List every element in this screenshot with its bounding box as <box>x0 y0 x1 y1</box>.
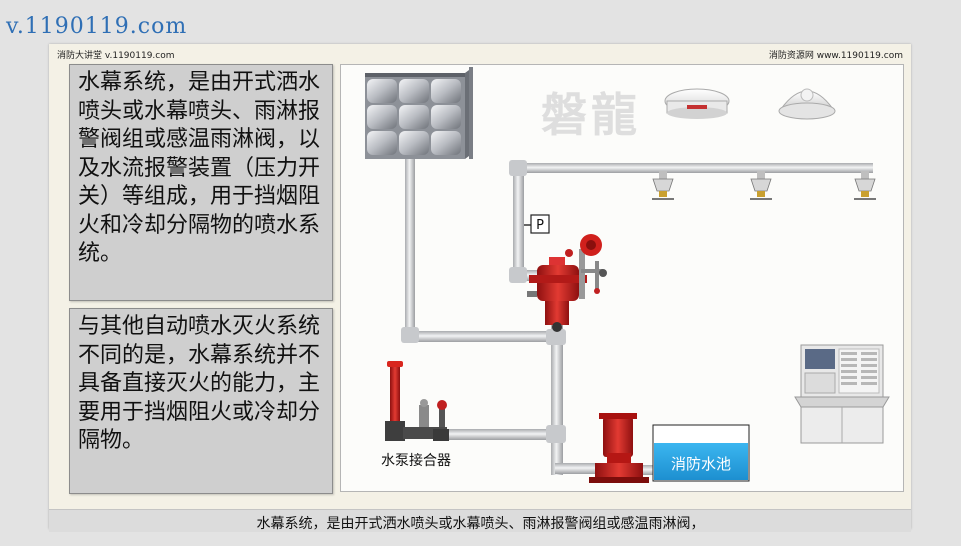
water-pool-label: 消防水池 <box>671 455 731 473</box>
fire-pump-icon <box>589 413 649 483</box>
video-watermark-url: v.1190119.com <box>6 14 188 39</box>
definition-text-box: 水幕系统，是由开式洒水喷头或水幕喷头、雨淋报警阀组或感温雨淋阀，以及水流报警装置… <box>69 64 333 301</box>
fire-water-pool-icon: 消防水池 <box>652 424 750 482</box>
difference-text-box: 与其他自动喷水灭火系统不同的是，水幕系统并不具备直接灭火的能力，主要用于挡烟阻火… <box>69 308 333 494</box>
sprinkler-head-icon <box>652 171 674 200</box>
subtitle-bar <box>49 509 911 532</box>
water-curtain-system-diagram: 磐龍 <box>340 64 904 492</box>
slide-header-left: 消防大讲堂 v.1190119.com <box>57 51 175 61</box>
logo-text: 磐龍 <box>541 88 641 142</box>
pressure-switch-icon: P <box>524 214 550 234</box>
slide: 消防大讲堂 v.1190119.com 消防资源网 www.1190119.co… <box>49 44 911 529</box>
slide-header-right: 消防资源网 www.1190119.com <box>768 51 903 61</box>
sprinkler-head-icon <box>854 171 876 200</box>
smoke-detector-icon <box>664 88 730 119</box>
pump-adapter-icon <box>385 361 449 441</box>
pressure-switch-label: P <box>536 218 544 233</box>
sprinkler-head-icon <box>750 171 772 200</box>
deluge-alarm-valve-icon <box>527 234 607 332</box>
pipe-network <box>401 159 873 475</box>
pump-adapter-label: 水泵接合器 <box>381 452 451 469</box>
water-tank-icon <box>365 67 473 159</box>
fire-alarm-control-panel-icon <box>794 344 890 444</box>
video-subtitle: 水幕系统，是由开式洒水喷头或水幕喷头、雨淋报警阀组或感温雨淋阀， <box>256 516 705 532</box>
heat-detector-icon <box>778 88 836 120</box>
